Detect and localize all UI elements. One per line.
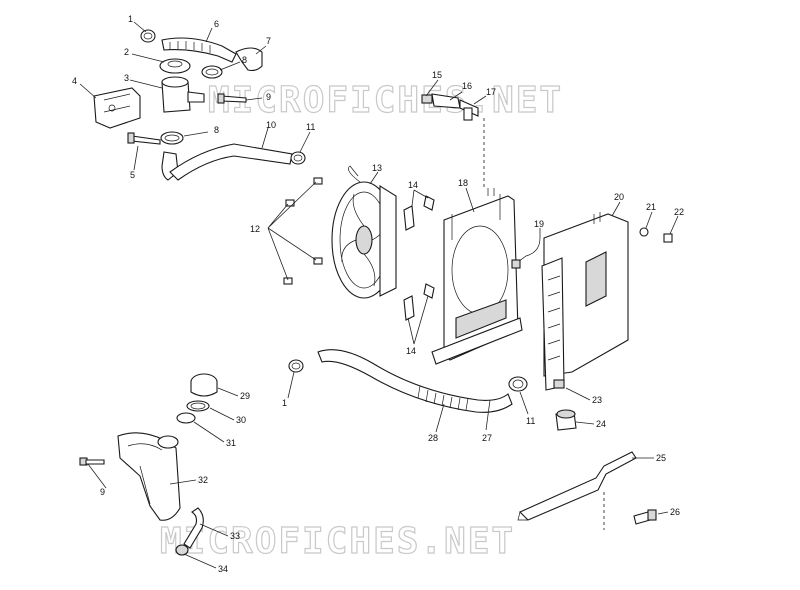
callout-32: 32 [198, 475, 208, 485]
callout-14-top: 14 [408, 180, 418, 190]
callout-33: 33 [230, 531, 240, 541]
drain-plug-23 [553, 379, 565, 389]
callout-9-lower: 9 [100, 487, 105, 497]
callout-19: 19 [534, 219, 544, 229]
callout-3: 3 [124, 73, 129, 83]
leader-lines [79, 21, 679, 569]
callout-30: 30 [236, 415, 246, 425]
callout-10: 10 [266, 120, 276, 130]
bolt-5 [127, 132, 161, 145]
tube-clamp-34 [175, 544, 189, 556]
callout-15: 15 [432, 70, 442, 80]
upper-hose-6 [161, 37, 237, 63]
callout-2: 2 [124, 47, 129, 57]
callout-8-lower: 8 [214, 125, 219, 135]
overflow-reservoir-32 [117, 432, 181, 521]
callout-31: 31 [226, 438, 236, 448]
lower-hose-10 [161, 143, 293, 181]
callout-14-lower: 14 [406, 346, 416, 356]
callout-27: 27 [482, 433, 492, 443]
callout-4: 4 [72, 76, 77, 86]
callout-1-lower: 1 [282, 398, 287, 408]
bolt-22 [663, 233, 673, 243]
callout-6: 6 [214, 19, 219, 29]
screw-9-top [217, 93, 247, 104]
fan-clips-14 [403, 195, 435, 321]
screws-12 [283, 177, 323, 285]
coolant-hose-28 [317, 349, 513, 413]
callout-9-top: 9 [266, 92, 271, 102]
watermark-bottom: MICROFICHES.NET [160, 521, 515, 562]
callout-18: 18 [458, 178, 468, 188]
reservoir-cap-29 [190, 373, 218, 397]
reservoir-gasket-30 [186, 400, 210, 412]
callout-11-top: 11 [306, 122, 315, 132]
callout-26: 26 [670, 507, 680, 517]
callout-17: 17 [486, 87, 496, 97]
callout-22: 22 [674, 207, 684, 217]
callout-28: 28 [428, 433, 438, 443]
thermostat-housing-3 [161, 76, 205, 113]
hose-clamp-1-top [140, 29, 156, 43]
hose-clamp-1-lower [288, 359, 304, 373]
mounting-bracket-4 [93, 87, 141, 129]
hose-clamp-11-lower [508, 376, 528, 392]
callout-25: 25 [656, 453, 666, 463]
callout-34: 34 [218, 564, 228, 574]
callout-8-top: 8 [242, 55, 247, 65]
callout-13: 13 [372, 163, 382, 173]
radiator-cap-2 [159, 58, 191, 74]
callout-11-lower: 11 [526, 416, 535, 426]
callout-20: 20 [614, 192, 624, 202]
reservoir-neck-31 [176, 412, 196, 424]
callout-29: 29 [240, 391, 250, 401]
callout-23: 23 [592, 395, 602, 405]
callout-16: 16 [462, 81, 472, 91]
callout-1-top: 1 [128, 14, 133, 24]
callout-7: 7 [266, 36, 271, 46]
callout-5: 5 [130, 170, 135, 180]
hose-clamp-8-top [201, 65, 223, 79]
screw-9-lower [79, 457, 105, 466]
callout-21: 21 [646, 202, 656, 212]
cooling-fan-13 [331, 165, 397, 299]
overflow-tube-33 [183, 507, 204, 549]
callout-24: 24 [596, 419, 606, 429]
fan-switch-19 [511, 237, 541, 269]
callout-12: 12 [250, 224, 260, 234]
washer-21 [639, 227, 649, 237]
grommet-24 [555, 409, 577, 431]
callout-numbers: 1 6 7 2 8 3 9 4 8 10 11 5 15 16 17 13 14… [72, 14, 684, 574]
temp-sender-15-16-17 [421, 93, 479, 121]
elbow-hose-7 [235, 47, 263, 72]
hose-clamp-8-lower [160, 131, 184, 145]
fan-shroud-18 [431, 188, 523, 365]
watermark-top: MICROFICHES.NET [208, 80, 563, 121]
hose-clamp-11-top [290, 151, 306, 165]
mounting-bracket-25 [517, 451, 637, 521]
bolt-26 [633, 509, 657, 525]
radiator-20 [541, 212, 629, 391]
